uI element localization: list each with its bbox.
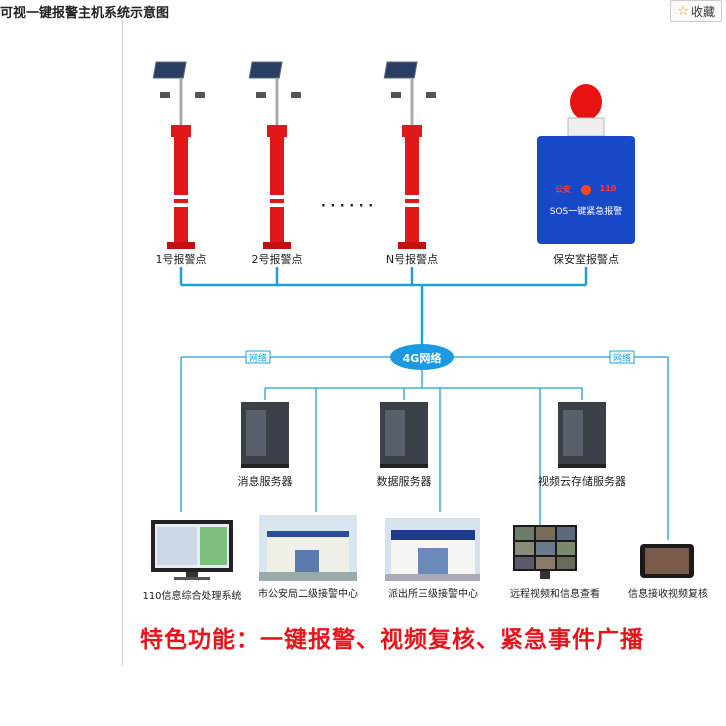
terminal-label-3: 派出所三级接警中心 [388,589,478,600]
terminal-phone [640,544,694,578]
favorite-label: 收藏 [690,4,715,19]
divider [122,20,123,665]
terminal-city-police [259,515,357,581]
server-2 [380,402,428,468]
alarm-pole-2 [248,61,301,249]
terminal-110-system [151,520,233,580]
ellipsis: · · · · · · [320,199,374,214]
network-node [390,344,454,370]
alarm-pole-n [383,61,436,249]
tag-left [245,350,271,364]
alarm-point-label-1: 1号报警点 [155,253,207,266]
alarm-point-label-2: 2号报警点 [251,253,303,266]
network-label: 4G网络 [402,352,442,365]
tag-right [609,350,635,364]
star-icon: ☆ [677,3,689,19]
box-front-text: SOS一键紧急报警 [549,207,623,217]
terminal-label-2: 市公安局二级接警中心 [258,589,358,600]
box-badge-right: 110 [599,184,617,193]
alarm-bus-lines [179,267,588,345]
security-alarm-box [537,84,635,244]
terminal-station [385,518,480,581]
terminal-label-4: 远程视频和信息查看 [510,589,600,600]
server-1 [241,402,289,468]
tag-right-label: 网络 [612,354,632,364]
tag-left-label: 网络 [248,354,268,364]
server-label-2: 数据服务器 [376,475,432,488]
server-label-1: 消息服务器 [237,475,293,488]
terminal-video-wall [513,525,577,579]
terminal-label-1: 110信息综合处理系统 [142,591,242,602]
terminal-label-5: 信息接收视频复核 [628,589,708,600]
server-3 [558,402,606,468]
alarm-point-label-security: 保安室报警点 [553,253,619,266]
alarm-pole-1 [152,61,205,249]
box-badge-left: 公安 [555,185,571,194]
server-label-3: 视频云存储服务器 [538,475,626,488]
page-title: 可视一键报警主机系统示意图 [0,6,170,21]
feature-banner: 特色功能：一键报警、视频复核、紧急事件广播 [140,627,644,653]
alarm-point-label-n: N号报警点 [385,253,439,266]
favorite-button[interactable]: ☆ 收藏 [670,0,722,22]
network-lines [180,356,669,540]
